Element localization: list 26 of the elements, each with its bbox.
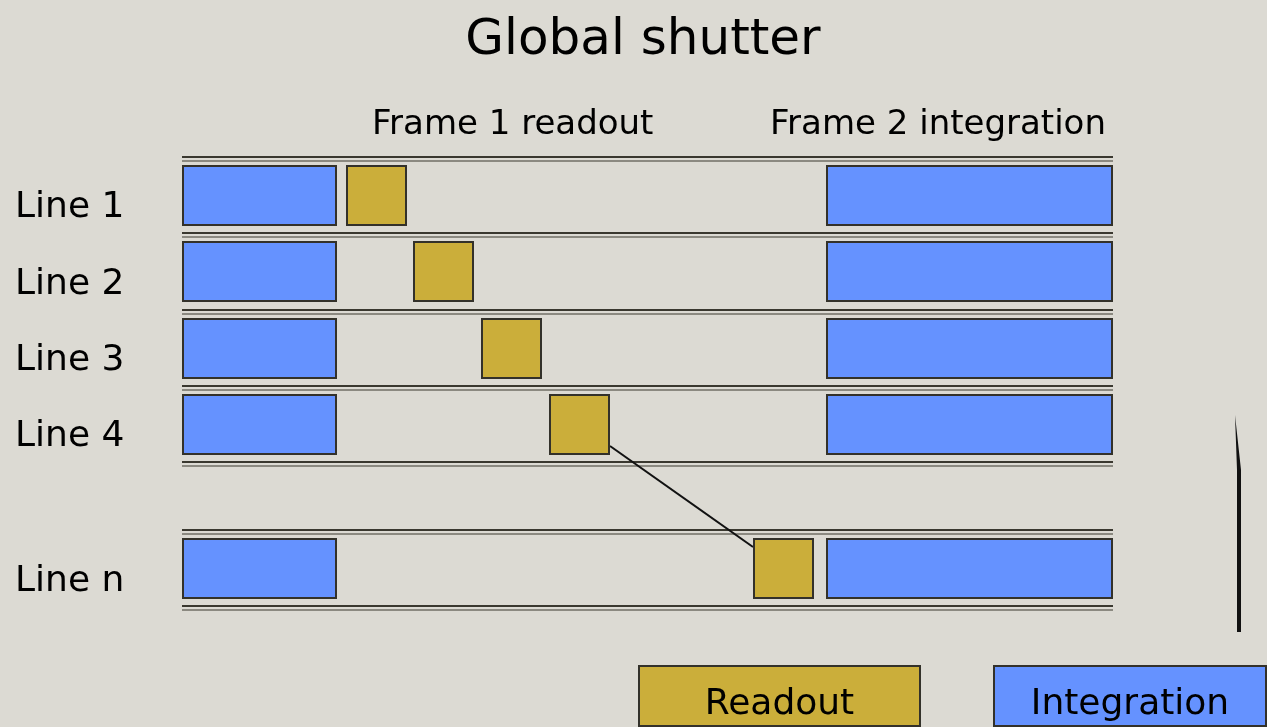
integration-bar xyxy=(826,165,1113,226)
column-heading: Frame 2 integration xyxy=(770,102,1106,142)
integration-bar xyxy=(826,318,1113,379)
legend-text: Readout xyxy=(704,680,855,724)
row-label: Line 2 xyxy=(15,261,125,302)
connector-line xyxy=(609,445,754,548)
readout-block xyxy=(549,394,610,455)
column-heading: Frame 1 readout xyxy=(372,102,654,142)
readout-block xyxy=(753,538,814,599)
row-label: Line n xyxy=(15,558,125,599)
readout-block xyxy=(413,241,474,302)
integration-bar xyxy=(182,538,337,599)
integration-bar xyxy=(826,394,1113,455)
readout-block xyxy=(481,318,542,379)
readout-block xyxy=(346,165,407,226)
legend-text: Integration xyxy=(1030,680,1230,724)
row-label: Line 3 xyxy=(15,337,125,378)
integration-bar xyxy=(182,241,337,302)
title: Global shutter xyxy=(465,8,821,66)
integration-bar xyxy=(182,318,337,379)
integration-bar xyxy=(826,538,1113,599)
integration-bar xyxy=(826,241,1113,302)
row-label: Line 1 xyxy=(15,184,125,225)
integration-bar xyxy=(182,394,337,455)
row-label: Line 4 xyxy=(15,413,125,454)
integration-bar xyxy=(182,165,337,226)
